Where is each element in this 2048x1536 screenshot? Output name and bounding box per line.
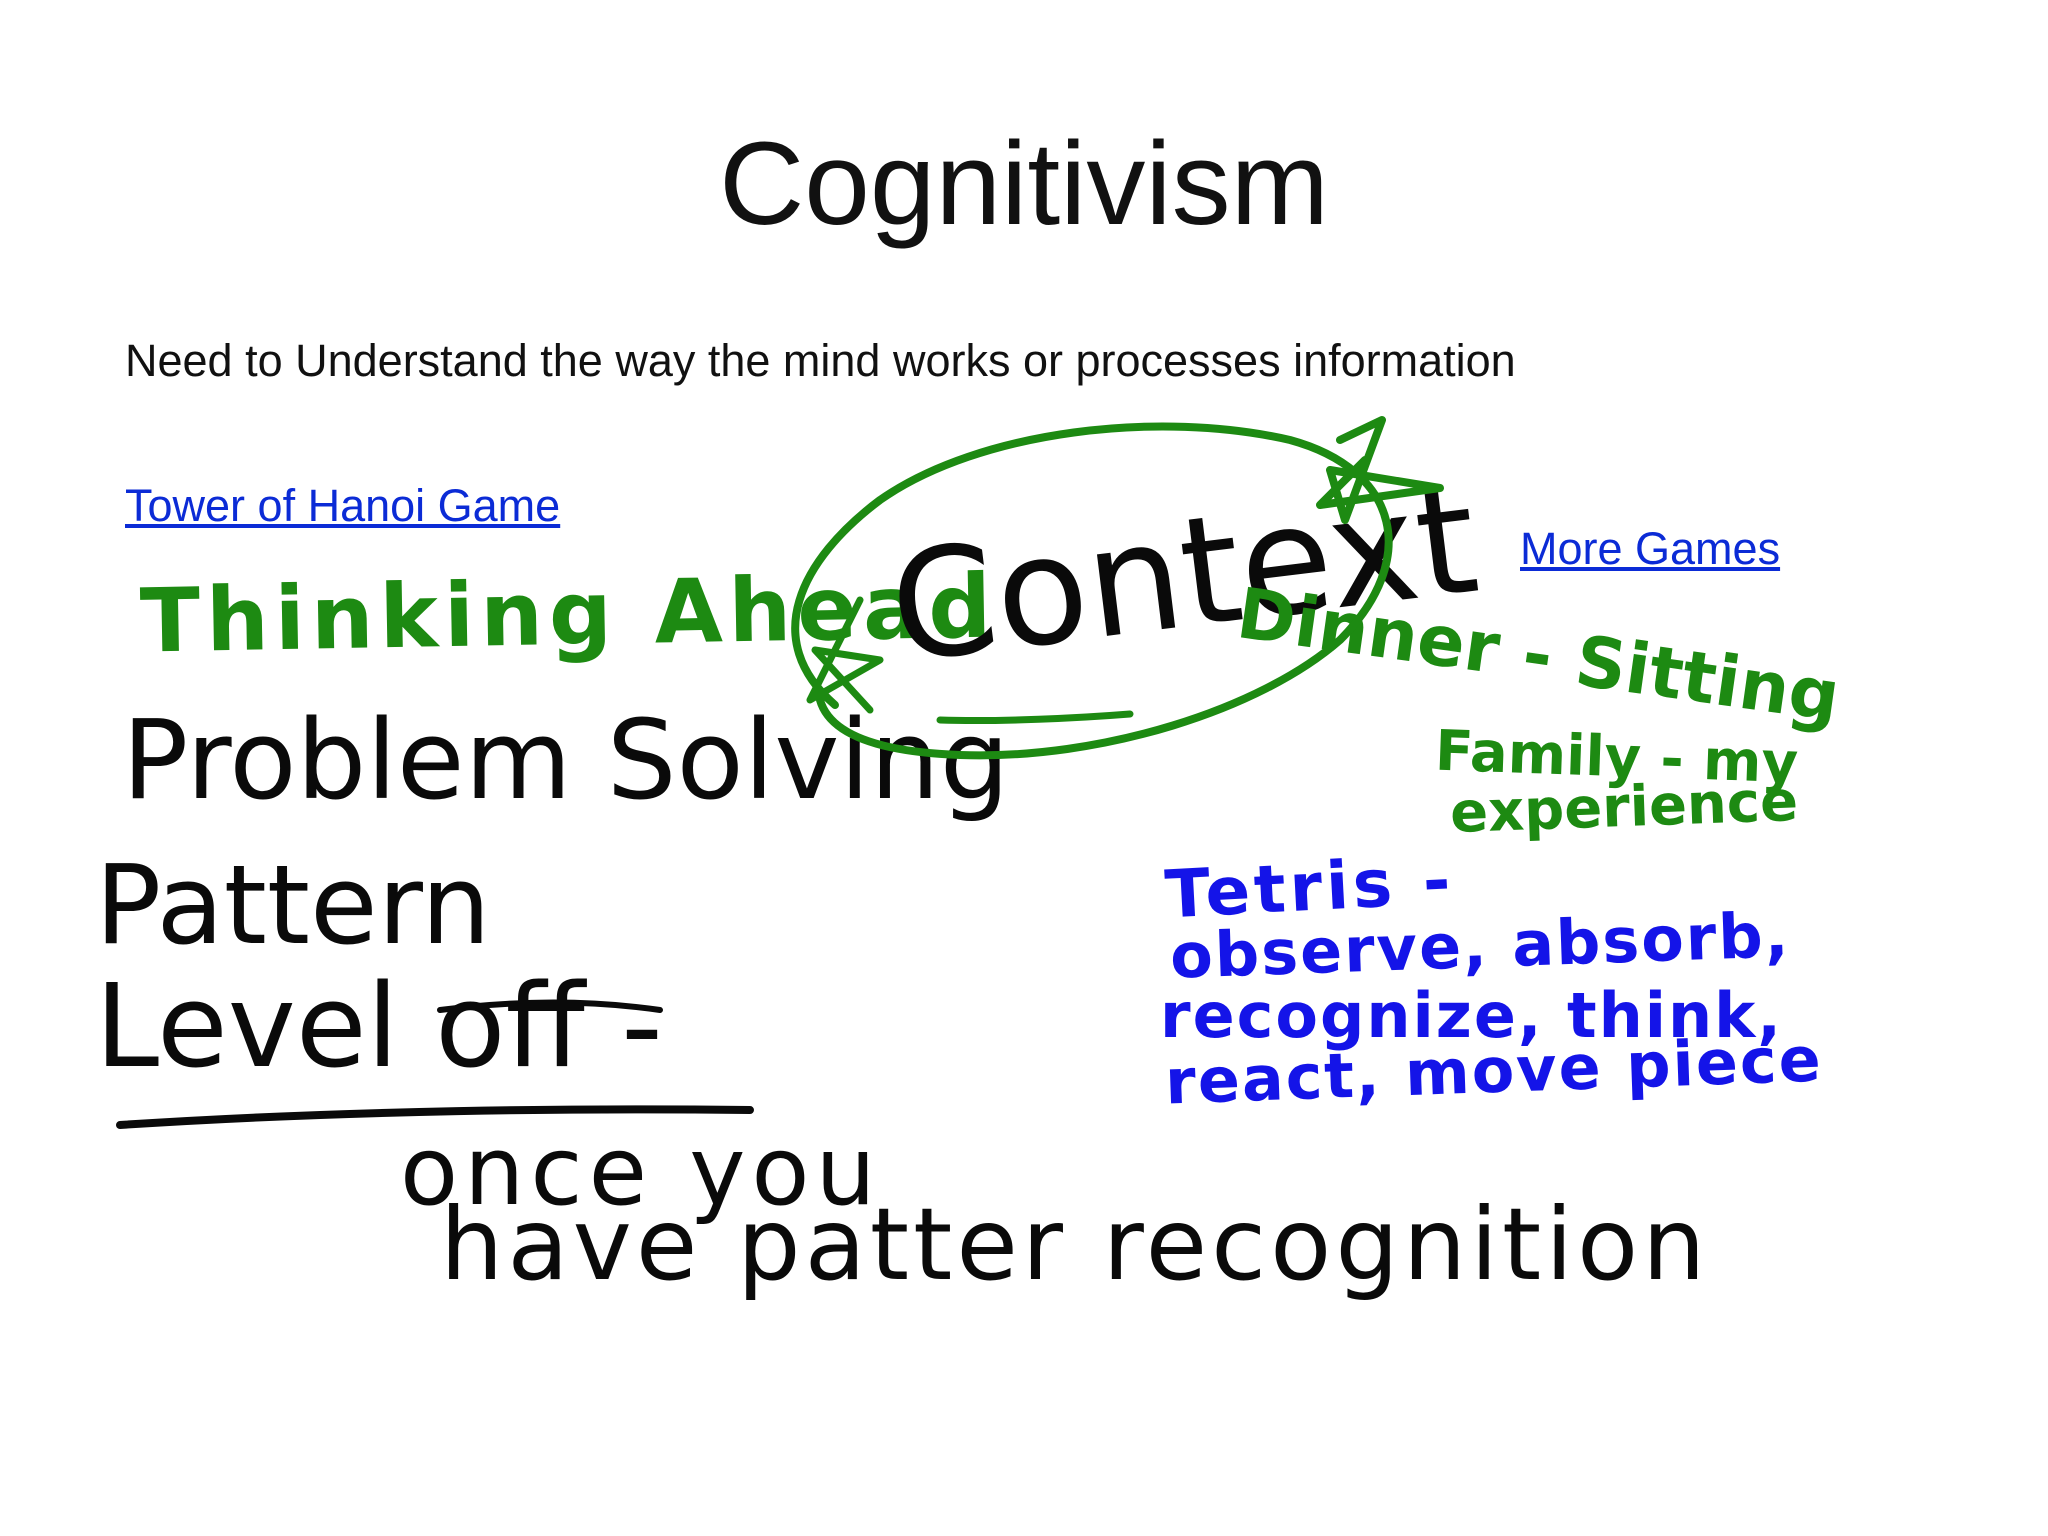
annotation-thinking-ahead: Thinking Ahead bbox=[139, 554, 999, 673]
annotation-have-pattern: have patter recognition bbox=[440, 1186, 1710, 1303]
more-games-link[interactable]: More Games bbox=[1520, 523, 1781, 574]
annotation-dinner-sitting: Dinner - Sitting bbox=[1232, 572, 1845, 738]
slide-title: Cognitivism bbox=[719, 118, 1329, 250]
annotation-problem-solving: Problem Solving bbox=[122, 696, 1010, 824]
slide-subtitle: Need to Understand the way the mind work… bbox=[125, 335, 1516, 386]
annotation-pattern: Pattern bbox=[95, 841, 491, 969]
annotation-tetris-line1: observe, absorb, bbox=[1168, 898, 1792, 993]
annotation-once-you: once you bbox=[400, 1117, 882, 1227]
annotation-level-off: Level off - bbox=[95, 960, 663, 1094]
tower-of-hanoi-link[interactable]: Tower of Hanoi Game bbox=[125, 480, 561, 531]
annotation-tetris-line3: react, move piece bbox=[1163, 1022, 1824, 1119]
annotation-experience: experience bbox=[1448, 768, 1800, 847]
annotation-tetris-line2: recognize, think, bbox=[1160, 979, 1783, 1052]
